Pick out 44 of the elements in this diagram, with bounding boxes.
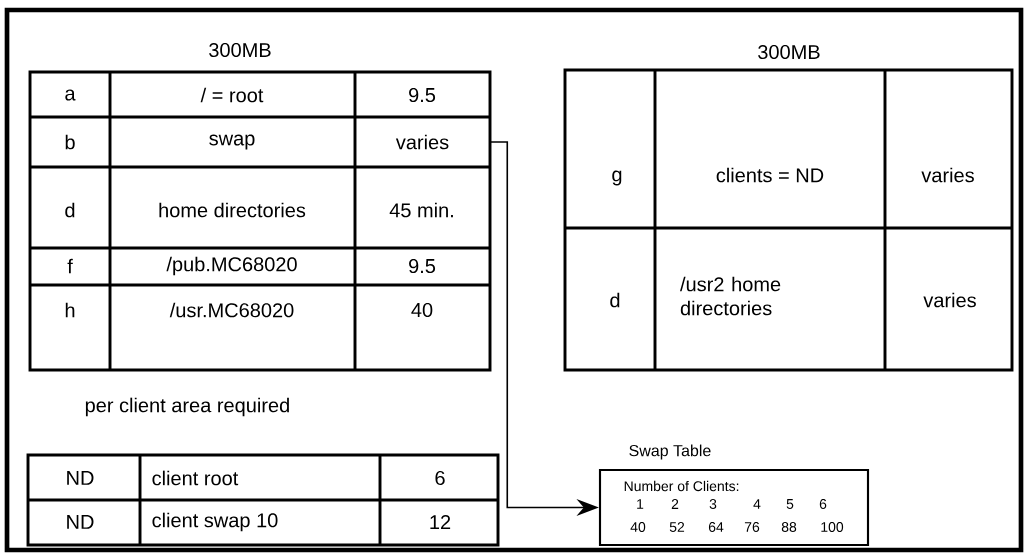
node-label: 300MB [758,44,820,60]
swap-value: 100 [821,522,844,532]
cell-text: h [65,302,75,318]
cell-text: /pub.MC68020 [166,256,297,276]
swap-value: 76 [744,522,760,532]
cell-text: clients = ND [716,167,824,183]
cell-text: ND [67,515,94,529]
cell-text: home directories [159,202,306,218]
cell-text: client root [152,470,239,486]
cell-text: 45 min. [389,202,453,218]
swap-value: 88 [781,522,797,532]
cell-text: d [65,202,75,218]
cell-text: / = root [200,87,264,103]
cell-text: b [65,134,75,150]
swap-heading: Number of Clients: [624,480,739,492]
cell-text: g [612,170,622,186]
cell-text: client swap 10 [152,512,278,532]
swap-value: 2 [671,499,679,509]
cell-text: 12 [430,515,451,529]
swap-value: 52 [669,522,685,532]
swap-value: 5 [786,499,794,509]
node-label: 300MB [209,42,271,58]
node-label: per client area required [85,397,289,417]
cell-text: 40 [411,302,433,318]
cell-text: ND [67,471,94,485]
cell-text: 9.5 [409,87,436,103]
swap-value: 4 [753,499,761,509]
cell-text: a [65,89,76,101]
swap-value: 6 [819,499,827,509]
cell-text: varies [921,167,974,183]
swap-value: 1 [637,499,644,509]
swap-value: 3 [709,499,717,509]
cell-text: 9.5 [409,258,436,274]
cell-text: /usr2 home directories [680,276,781,316]
node-label: Swap Table [629,444,711,460]
cell-text: varies [923,292,976,308]
table-cell: varies [395,134,449,150]
cell-text: swap [209,134,255,150]
cell-text: /usr.MC68020 [169,302,294,318]
swap-value: 40 [630,522,646,532]
swap-value: 64 [708,522,724,532]
cell-text: 6 [435,470,445,486]
cell-text: d [610,292,620,308]
cell-text: f [67,258,73,274]
